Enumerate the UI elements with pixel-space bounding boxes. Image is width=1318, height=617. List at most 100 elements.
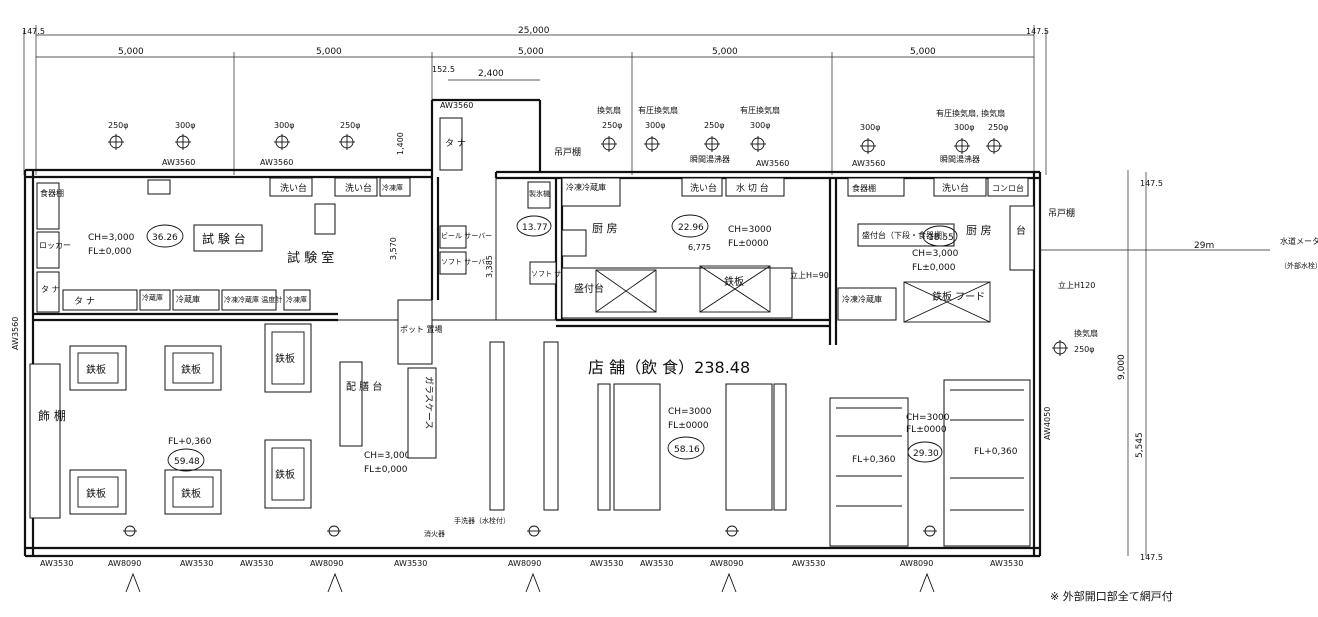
right-area-tag bbox=[907, 441, 943, 463]
overall-width-label: 25,000 bbox=[518, 26, 550, 36]
sink-box-2 bbox=[334, 177, 378, 197]
dining-area-tag bbox=[167, 448, 205, 472]
kitchen-b-fl-label: FL±0000 bbox=[728, 239, 769, 249]
ice-maker-label: 製氷機 bbox=[529, 189, 550, 198]
pot-storage-label: ポット 置場 bbox=[400, 324, 443, 334]
teppan-table bbox=[264, 439, 312, 509]
pressure-fan-label-3: 有圧換気扇, 換気扇 bbox=[936, 108, 1005, 118]
aw-bottom-6: AW3530 bbox=[394, 559, 427, 568]
vent-icon bbox=[601, 136, 617, 152]
vent-300-label: 300φ bbox=[175, 121, 196, 130]
teppan-table bbox=[164, 469, 222, 515]
ceiling-vents bbox=[108, 134, 1002, 154]
teppan-table bbox=[69, 345, 127, 391]
store-fl-label: FL±0000 bbox=[668, 421, 709, 431]
vent-icon bbox=[923, 525, 937, 537]
vent-300-label-3: 300φ bbox=[645, 121, 666, 130]
freezer-fridge-box-c bbox=[837, 287, 897, 321]
teppan-label-4: 鉄板 bbox=[86, 487, 106, 500]
drink-station-label: 配 膳 台 bbox=[346, 380, 382, 393]
shelf-box-ta bbox=[439, 117, 463, 171]
bay-label-1: 5,000 bbox=[118, 47, 144, 57]
kitchen-c-ch-label: CH=3,000 bbox=[912, 249, 959, 259]
water-stand-box bbox=[725, 177, 785, 197]
beer-server-box bbox=[439, 225, 467, 249]
fridge-box-a2 bbox=[561, 229, 587, 257]
glass-case-label: ガラスケース bbox=[423, 376, 434, 429]
sink-box-b bbox=[681, 177, 723, 197]
meter-length-label: 29m bbox=[1194, 241, 1214, 251]
sink-label-c: 洗い台 bbox=[942, 182, 969, 194]
teppan-hood-label-b: 鉄板 bbox=[724, 275, 744, 288]
fridge-box-2 bbox=[172, 289, 220, 311]
pressure-fan-label-2: 有圧換気扇 bbox=[740, 105, 780, 115]
aw-window-top-3: AW3560 bbox=[756, 159, 789, 168]
store-area-label: 58.16 bbox=[674, 445, 700, 455]
h5545-label: 5,545 bbox=[1135, 432, 1145, 458]
shelf-box-bottom bbox=[62, 289, 138, 311]
store-ch-label: CH=3000 bbox=[668, 407, 712, 417]
aw-bottom-4: AW3530 bbox=[240, 559, 273, 568]
aw-bottom-2: AW8090 bbox=[108, 559, 141, 568]
bay-label-4: 5,000 bbox=[712, 47, 738, 57]
vent-250-right-label: 250φ bbox=[1074, 345, 1095, 354]
rice-box bbox=[147, 179, 171, 195]
teppan-label-6: 鉄板 bbox=[275, 468, 295, 481]
teppan-label-1: 鉄板 bbox=[86, 363, 106, 376]
fridge-box-vert bbox=[314, 203, 336, 235]
teppan-tables-left bbox=[69, 323, 312, 515]
store-counters bbox=[489, 341, 787, 511]
fridge-label-1: 冷蔵庫 bbox=[142, 293, 163, 302]
bottom-vents bbox=[123, 525, 937, 537]
vent-icon bbox=[860, 138, 876, 154]
hanging-shelf-label-c: 吊戸棚 bbox=[1048, 207, 1075, 219]
aw-bottom-3: AW3530 bbox=[180, 559, 213, 568]
sub-152-label: 152.5 bbox=[432, 65, 455, 74]
decor-shelf-box bbox=[29, 363, 61, 519]
kitchen-b-area-tag bbox=[671, 214, 709, 238]
vent-icon bbox=[175, 134, 191, 150]
teppan-hood-label-c: 鉄板 フード bbox=[932, 290, 985, 303]
rise-h120-label: 立上H120 bbox=[1058, 280, 1095, 290]
mid-ch-label: CH=3,000 bbox=[364, 451, 411, 461]
shelf-label-ta: タ ナ bbox=[445, 138, 466, 149]
interior-partitions bbox=[33, 177, 838, 345]
sink-label-1: 洗い台 bbox=[280, 182, 307, 194]
entry-arrow-icon bbox=[919, 572, 935, 593]
footnote: ※ 外部開口部全て網戸付 bbox=[1050, 589, 1173, 603]
hot-water-label-c: 瞬間湯沸器 bbox=[940, 154, 980, 164]
kitchen-stand-box bbox=[1009, 205, 1035, 271]
kitchen-c-area-tag bbox=[922, 225, 958, 247]
sink-label-2: 洗い台 bbox=[345, 182, 372, 194]
vent-icon bbox=[986, 138, 1002, 154]
bay-label-3: 5,000 bbox=[518, 47, 544, 57]
vent-250-label-4: 250φ bbox=[704, 121, 725, 130]
vent-250-label-5: 250φ bbox=[988, 123, 1009, 132]
kitchen-c-fl-label: FL±0,000 bbox=[912, 263, 956, 273]
freezer-fridge-box-a bbox=[561, 177, 621, 207]
teppan-label-2: 鉄板 bbox=[181, 363, 201, 376]
entry-arrow-icon bbox=[721, 572, 737, 593]
kitchen-c-area-label: 18.55 bbox=[928, 233, 954, 243]
vent-250-label: 250φ bbox=[108, 121, 129, 130]
teppan-table bbox=[264, 323, 312, 393]
kitchen-b-ch-label: CH=3000 bbox=[728, 225, 772, 235]
depth-3385-label: 3,385 bbox=[485, 255, 494, 278]
freezer-label-2: 冷凍庫 bbox=[286, 295, 307, 304]
entry-arrow-icon bbox=[525, 572, 541, 593]
freezer-label: 冷凍冷蔵庫 温度計 bbox=[224, 295, 282, 304]
teppan-table bbox=[69, 469, 127, 515]
water-meter-label: 水道メーター bbox=[1280, 236, 1318, 246]
beer-server-label: ビール サーバー bbox=[441, 231, 492, 240]
entry-arrow-icon bbox=[125, 572, 141, 593]
dish-shelf-box bbox=[36, 182, 60, 230]
vent-icon bbox=[123, 525, 137, 537]
tasting-area-label: 36.26 bbox=[152, 233, 178, 243]
right-dimensions bbox=[1040, 170, 1270, 556]
dish-shelf-label: 食器棚 bbox=[40, 188, 64, 198]
bay-label-5: 5,000 bbox=[910, 47, 936, 57]
hot-water-label: 瞬間湯沸器 bbox=[690, 154, 730, 164]
vent-icon bbox=[339, 134, 355, 150]
water-meter-sub-label: （外部水栓） bbox=[1280, 261, 1318, 270]
